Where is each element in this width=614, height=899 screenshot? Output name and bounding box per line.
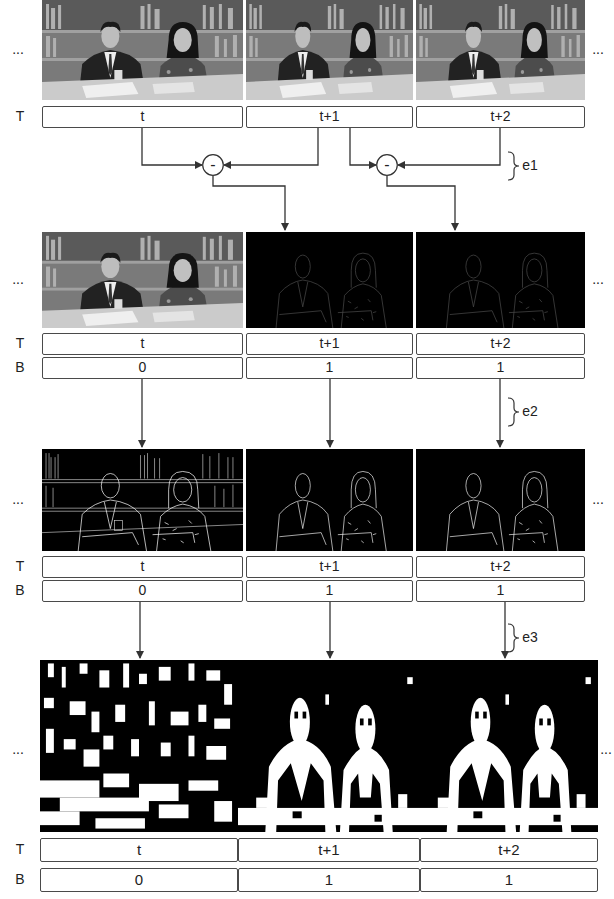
frame-label: 1 bbox=[505, 872, 513, 889]
row-label: T bbox=[16, 842, 25, 857]
frame-box: t+2 bbox=[420, 838, 598, 862]
row-label: T bbox=[16, 109, 25, 124]
frame-box: 0 bbox=[42, 357, 243, 379]
difference-frame bbox=[416, 232, 585, 328]
flow-connector bbox=[350, 128, 376, 165]
frame-box: t+1 bbox=[246, 106, 413, 128]
frame-box: t bbox=[42, 556, 243, 578]
video-frame bbox=[246, 0, 413, 100]
frame-box: 1 bbox=[246, 580, 413, 602]
frame-box: t bbox=[42, 333, 243, 355]
frame-label: 1 bbox=[497, 360, 505, 375]
flow-arrow bbox=[139, 602, 140, 658]
row-label: T bbox=[16, 336, 25, 351]
subtract-circle: - bbox=[376, 154, 398, 176]
frame-label: 1 bbox=[325, 872, 333, 889]
frame-label: 0 bbox=[139, 360, 147, 375]
flow-arrow bbox=[387, 176, 455, 230]
frame-label: t+2 bbox=[491, 559, 511, 574]
flow-connector bbox=[398, 128, 500, 165]
stage-brace bbox=[508, 152, 519, 180]
operator-symbol: - bbox=[384, 156, 389, 174]
frame-box: 0 bbox=[40, 868, 238, 892]
binary-map bbox=[40, 660, 238, 832]
edge-map bbox=[42, 449, 243, 551]
continuation-mark: ... bbox=[12, 42, 24, 57]
frame-label: 1 bbox=[326, 360, 334, 375]
frame-box: t+1 bbox=[238, 838, 420, 862]
row-label: B bbox=[15, 872, 24, 887]
flow-arrow bbox=[141, 379, 142, 447]
frame-label: t bbox=[141, 109, 145, 124]
video-frame bbox=[42, 232, 243, 328]
frame-label: t+1 bbox=[318, 842, 339, 859]
continuation-mark: ... bbox=[12, 492, 24, 507]
frame-box: t+2 bbox=[416, 106, 585, 128]
flow-connector bbox=[142, 128, 202, 165]
frame-label: t+1 bbox=[320, 109, 340, 124]
row-label: B bbox=[15, 583, 24, 598]
subtract-circle: - bbox=[202, 154, 224, 176]
frame-label: 0 bbox=[135, 872, 143, 889]
binary-map bbox=[420, 660, 598, 832]
flow-arrow bbox=[499, 379, 500, 447]
frame-box: t+2 bbox=[416, 333, 585, 355]
frame-box: t+2 bbox=[416, 556, 585, 578]
frame-box: t+1 bbox=[246, 556, 413, 578]
frame-box: 1 bbox=[416, 580, 585, 602]
frame-label: t+2 bbox=[491, 109, 511, 124]
frame-box: t+1 bbox=[246, 333, 413, 355]
flow-arrow bbox=[329, 602, 330, 658]
flow-connector bbox=[224, 128, 318, 165]
flow-arrow bbox=[329, 379, 330, 447]
edge-map bbox=[246, 449, 413, 551]
frame-box: t bbox=[40, 838, 238, 862]
frame-label: t+1 bbox=[320, 336, 340, 351]
continuation-mark: ... bbox=[592, 492, 604, 507]
edge-map bbox=[416, 449, 585, 551]
row-label: B bbox=[15, 360, 24, 375]
stage-label: e2 bbox=[522, 404, 538, 419]
frame-label: t bbox=[141, 336, 145, 351]
continuation-mark: ... bbox=[12, 272, 24, 287]
flow-arrow bbox=[504, 602, 505, 658]
operator-symbol: - bbox=[210, 156, 215, 174]
frame-label: 1 bbox=[497, 583, 505, 598]
frame-label: t bbox=[137, 842, 141, 859]
continuation-mark: ... bbox=[592, 272, 604, 287]
flow-arrow bbox=[213, 176, 285, 230]
stage-brace bbox=[508, 624, 519, 652]
frame-box: 1 bbox=[416, 357, 585, 379]
frame-box: 0 bbox=[42, 580, 243, 602]
row-label: T bbox=[16, 559, 25, 574]
frame-label: t+1 bbox=[320, 559, 340, 574]
stage-label: e3 bbox=[522, 630, 538, 645]
continuation-mark: ... bbox=[12, 742, 24, 757]
stage-label: e1 bbox=[522, 158, 538, 173]
continuation-mark: ... bbox=[592, 42, 604, 57]
video-frame bbox=[416, 0, 585, 100]
frame-box: 1 bbox=[420, 868, 598, 892]
continuation-mark: ... bbox=[600, 742, 612, 757]
frame-box: 1 bbox=[246, 357, 413, 379]
frame-label: t+2 bbox=[491, 336, 511, 351]
frame-box: 1 bbox=[238, 868, 420, 892]
frame-label: t+2 bbox=[498, 842, 519, 859]
frame-label: 1 bbox=[326, 583, 334, 598]
video-frame bbox=[42, 0, 243, 100]
frame-label: 0 bbox=[139, 583, 147, 598]
difference-frame bbox=[246, 232, 413, 328]
stage-brace bbox=[508, 398, 519, 426]
binary-map bbox=[238, 660, 420, 832]
frame-box: t bbox=[42, 106, 243, 128]
frame-label: t bbox=[141, 559, 145, 574]
